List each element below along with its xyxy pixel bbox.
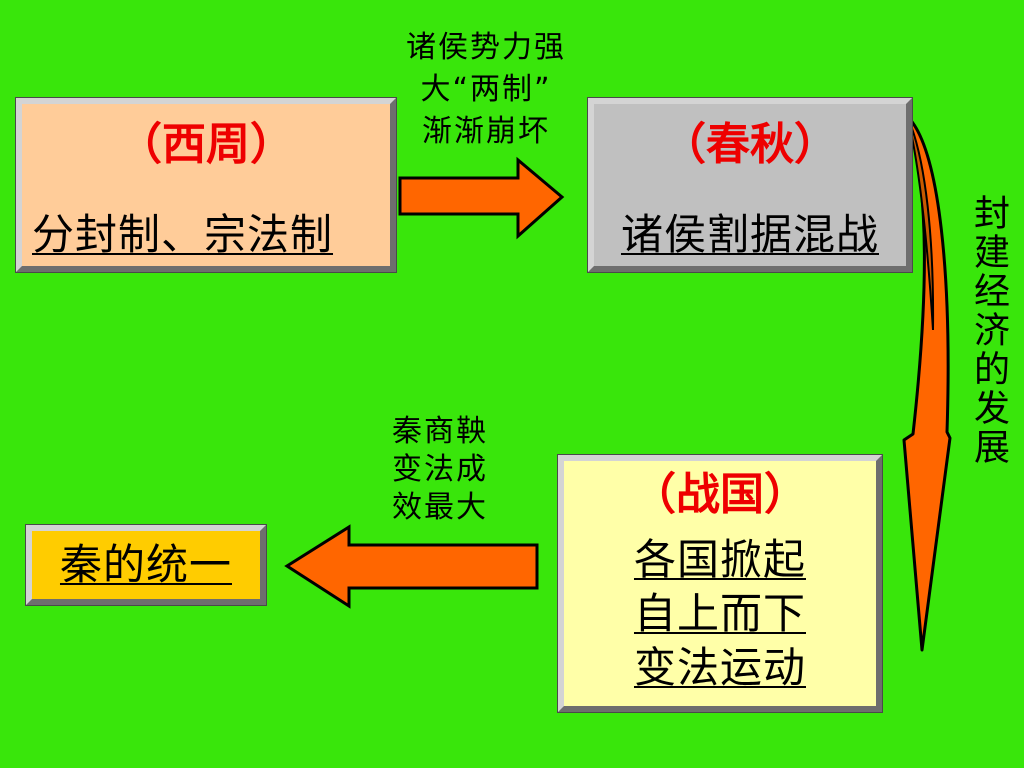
annotation-feudal-economy: 封建经济的发展 — [968, 194, 1009, 467]
left-arrow — [284, 524, 539, 609]
box-body: 诸侯割据混战 — [594, 208, 906, 262]
box-body: 各国掀起 自上而下 变法运动 — [564, 533, 876, 695]
box-title: （战国） — [632, 469, 808, 520]
box-line: 秦的统一 — [59, 540, 232, 589]
annotation-line: 秦商鞅 — [392, 414, 488, 449]
box-line: 分封制、宗法制 — [32, 210, 334, 259]
box-body: 分封制、宗法制 — [32, 208, 333, 262]
box-title: （春秋） — [662, 119, 838, 170]
right-arrow — [398, 156, 565, 240]
annotation-line: 效最大 — [392, 490, 488, 525]
box-line: 变法运动 — [633, 643, 806, 692]
box-line: 各国掀起 — [633, 535, 806, 584]
box-title: （西周） — [118, 119, 294, 170]
annotation-line: 大“两制” — [420, 72, 552, 107]
annotation-zhou-to-chunqiu: 诸侯势力强 大“两制” 渐渐崩坏 — [395, 27, 577, 153]
box-spring-autumn: （春秋） 诸侯割据混战 — [587, 97, 913, 273]
annotation-warring-to-qin: 秦商鞅 变法成 效最大 — [378, 413, 502, 527]
annotation-line: 渐渐崩坏 — [422, 114, 550, 149]
box-qin-unification: 秦的统一 — [25, 524, 267, 606]
box-line: 诸侯割据混战 — [620, 210, 879, 259]
box-line: 自上而下 — [633, 589, 806, 638]
box-warring-states: （战国） 各国掀起 自上而下 变法运动 — [557, 454, 883, 713]
box-western-zhou: （西周） 分封制、宗法制 — [15, 97, 397, 273]
annotation-line: 变法成 — [392, 452, 488, 487]
box-body: 秦的统一 — [32, 535, 260, 595]
annotation-line: 诸侯势力强 — [406, 30, 566, 65]
